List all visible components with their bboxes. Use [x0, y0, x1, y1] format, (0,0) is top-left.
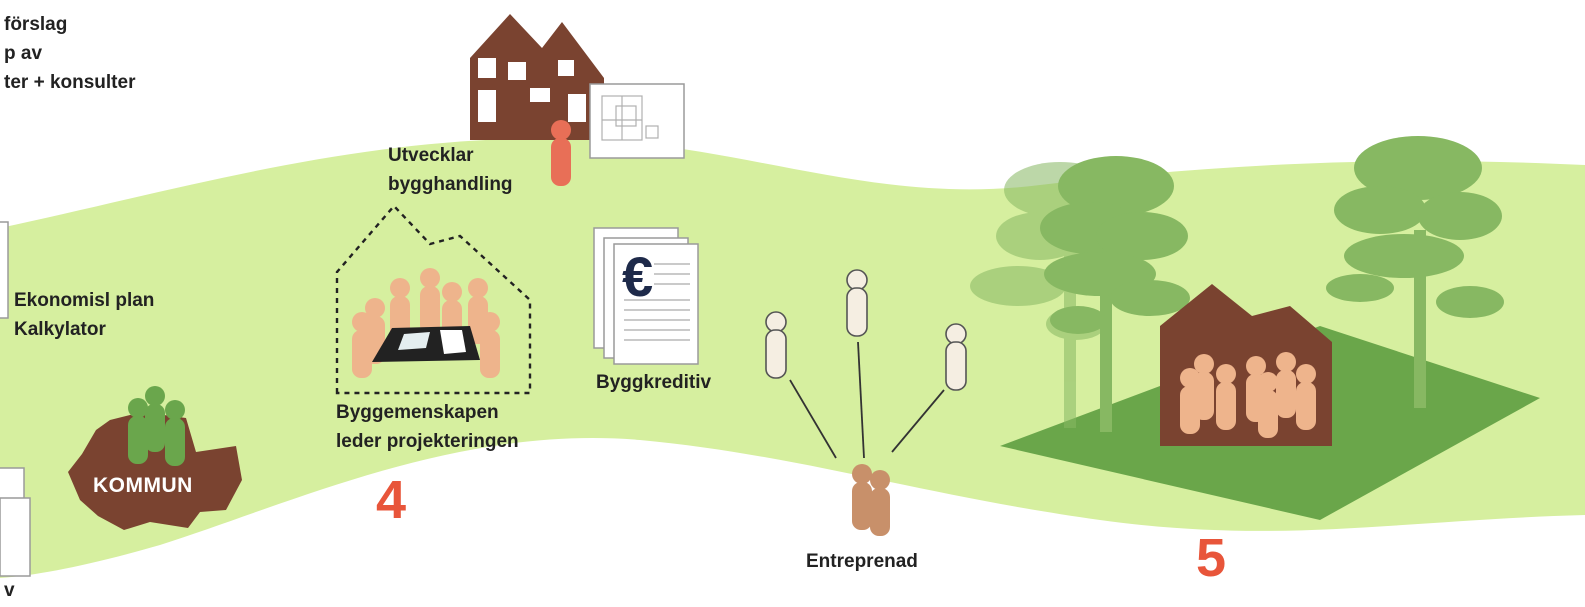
contracting-label: Entreprenad	[806, 551, 918, 572]
step-number-5: 5	[1196, 528, 1227, 588]
municipality-label: KOMMUN	[93, 474, 193, 497]
develop-label-line-1: Utvecklar	[388, 145, 474, 166]
euro-icon: €	[622, 245, 654, 308]
community-label-line-2: leder projekteringen	[336, 431, 519, 452]
develop-label-line-2: bygghandling	[388, 174, 513, 195]
left-text-line-3: ter + konsulter	[4, 72, 136, 93]
entrepreneur-people	[852, 464, 890, 536]
calculator-label: Kalkylator	[14, 319, 106, 340]
dotted-house-outline	[335, 204, 532, 395]
trees	[970, 136, 1504, 432]
left-text-line-1: förslag	[4, 14, 68, 35]
step-number-4: 4	[376, 470, 407, 530]
floor-plan-sheet	[589, 83, 685, 159]
municipality-shape	[68, 412, 242, 530]
building-credit-label: Byggkreditiv	[596, 372, 712, 393]
cut-off-text: v	[4, 580, 15, 601]
architect-person	[551, 120, 571, 186]
document-icon	[0, 497, 31, 577]
economy-plan-label: Ekonomisl plan	[14, 290, 155, 311]
document-icon	[0, 221, 9, 319]
community-label-line-1: Byggemenskapen	[336, 402, 499, 423]
left-text-line-2: p av	[4, 43, 43, 64]
